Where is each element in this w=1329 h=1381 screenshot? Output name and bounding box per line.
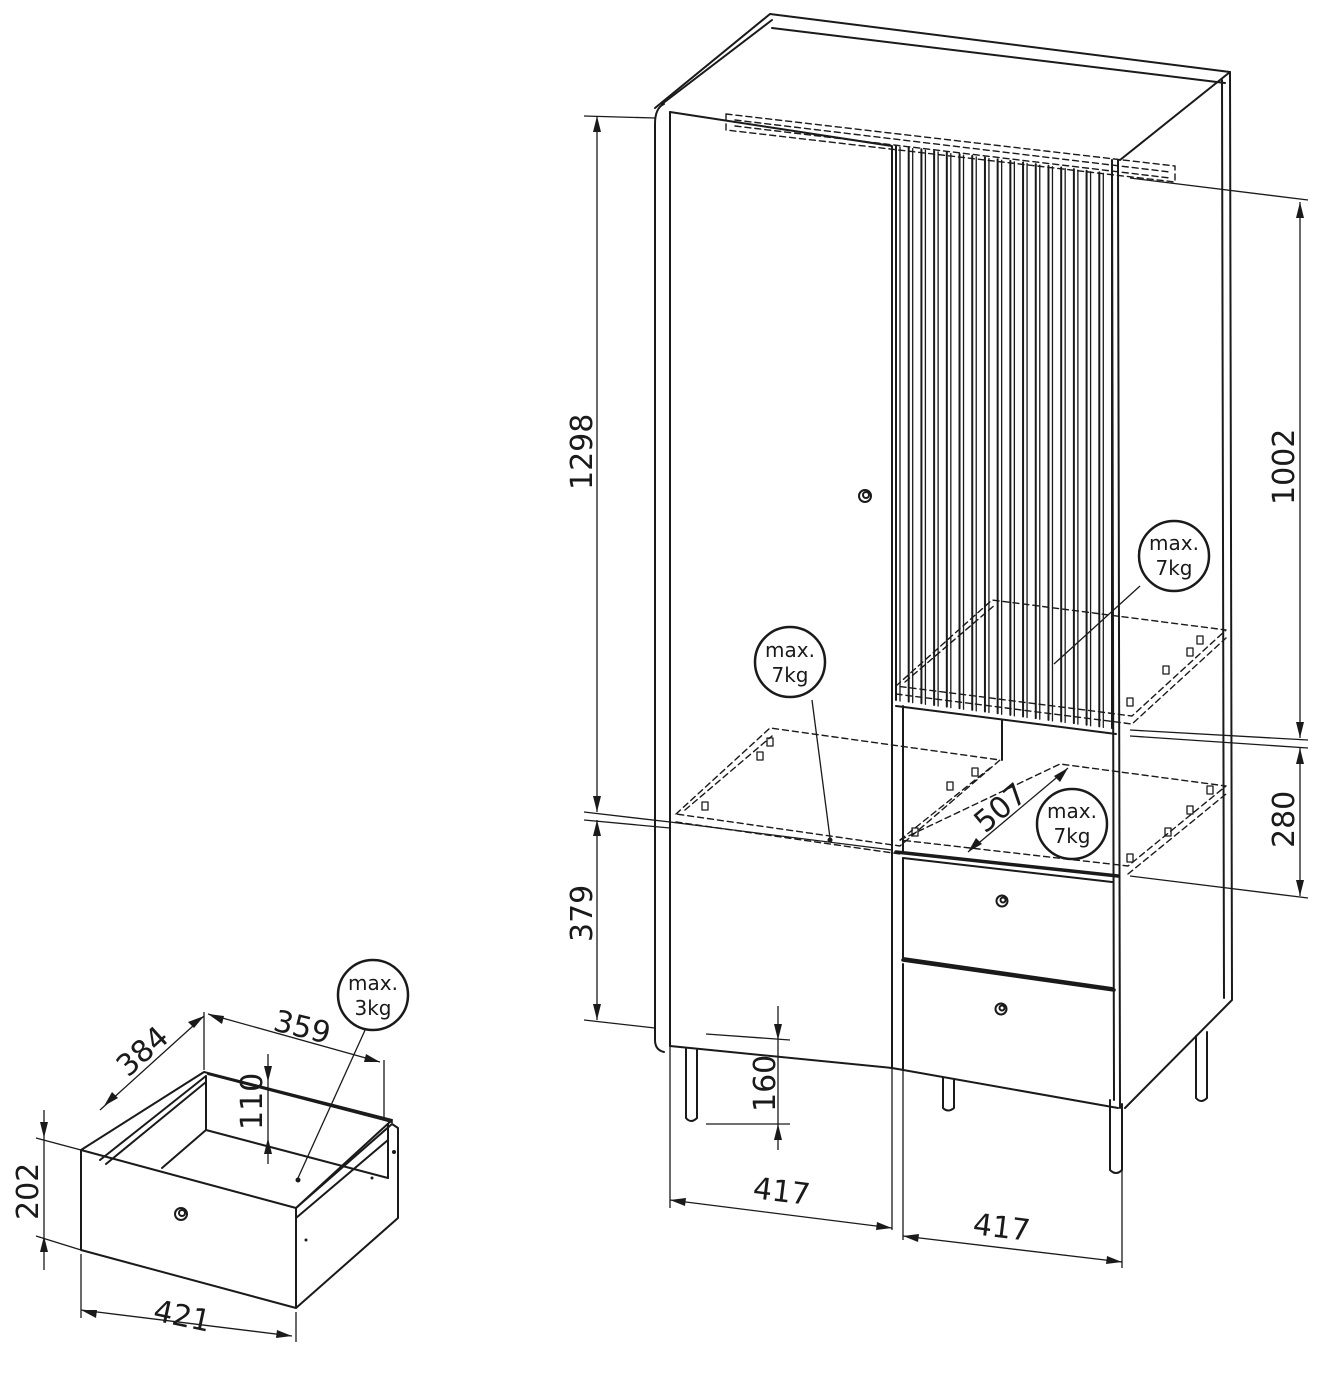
dim-417-left-label: 417 (751, 1171, 812, 1213)
dim-110-label: 110 (235, 1073, 270, 1130)
wardrobe-drawers (901, 857, 1116, 1071)
svg-text:7kg: 7kg (1053, 824, 1090, 848)
shelf-pins (701, 635, 1214, 863)
hanging-rail (725, 113, 1176, 183)
svg-text:3kg: 3kg (354, 996, 391, 1020)
callout-right-top-shelf: max. 7kg (1053, 519, 1211, 665)
dimension-arrows (593, 116, 1304, 1264)
svg-text:max.: max. (765, 638, 815, 662)
left-door-knob-icon (858, 489, 872, 503)
dim-384-label: 384 (110, 1020, 176, 1084)
dim-202-label: 202 (11, 1163, 46, 1220)
open-compartment (894, 705, 1120, 878)
right-middle-shelf (899, 763, 1227, 875)
svg-text:max.: max. (1149, 531, 1199, 555)
wardrobe-legs (685, 1031, 1208, 1174)
left-shelf (675, 727, 1001, 855)
callout-drawer: max. 3kg (295, 958, 410, 1183)
dim-280-label: 280 (1267, 791, 1302, 848)
right-top-shelf (895, 599, 1227, 725)
svg-text:7kg: 7kg (771, 663, 808, 687)
dim-421-label: 421 (150, 1294, 213, 1340)
dim-507-label: 507 (968, 777, 1034, 841)
callout-left-shelf: max. 7kg (753, 625, 833, 843)
drawer-dimension-arrows (40, 1014, 380, 1338)
dim-417-right-label: 417 (971, 1207, 1032, 1249)
drawer-detail (80, 1071, 399, 1309)
dim-160-label: 160 (748, 1055, 783, 1112)
dimension-lines (583, 115, 1309, 1268)
dim-1298-label: 1298 (565, 414, 600, 490)
svg-text:max.: max. (1047, 799, 1097, 823)
dim-379-label: 379 (565, 885, 600, 942)
dim-359-label: 359 (270, 1004, 334, 1052)
ribbed-door-panel (895, 145, 1113, 730)
callout-right-middle-shelf: max. 7kg (1035, 787, 1109, 861)
dim-1002-label: 1002 (1267, 429, 1302, 505)
svg-text:7kg: 7kg (1155, 556, 1192, 580)
svg-text:max.: max. (348, 971, 398, 995)
